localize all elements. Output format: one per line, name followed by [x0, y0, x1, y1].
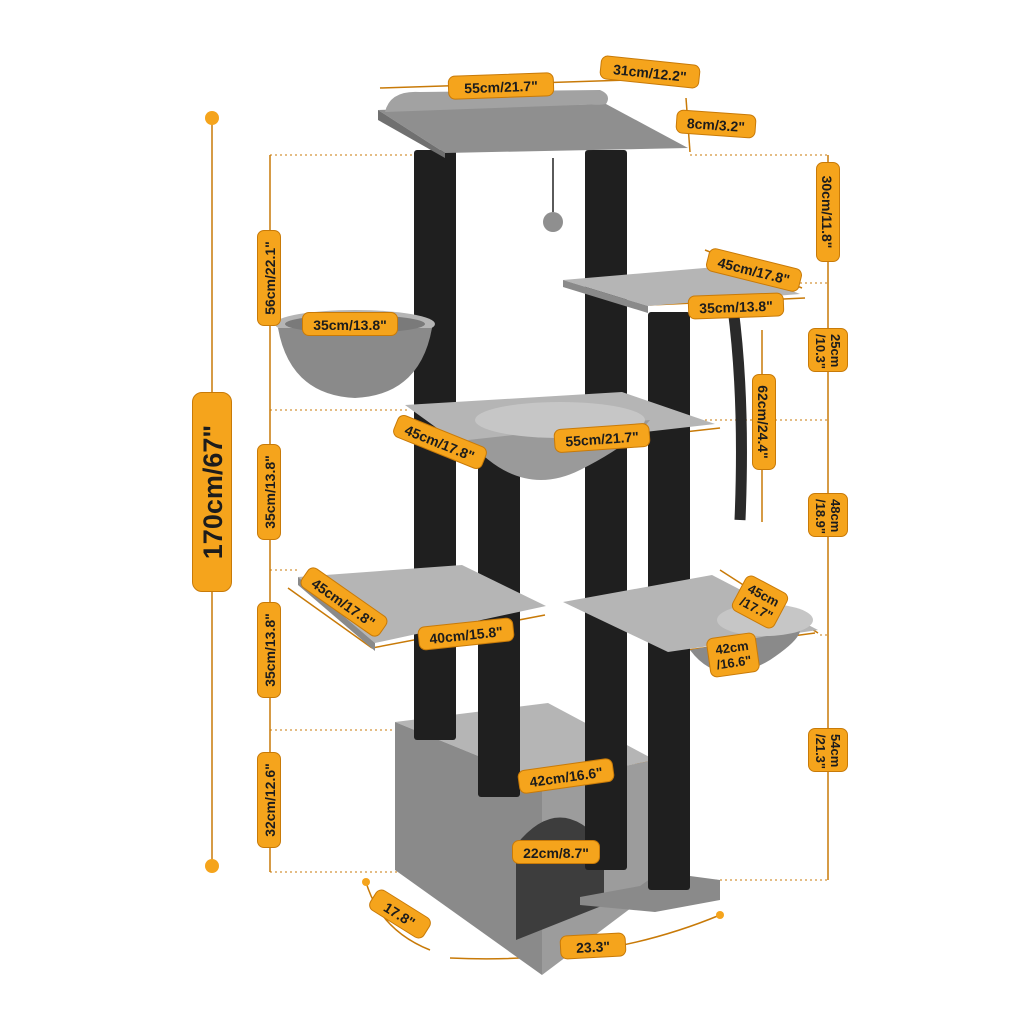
right-segment-b-cm: 48cm [828, 499, 843, 533]
top-perch [378, 90, 688, 158]
right-segment-a-cm: 25cm [828, 334, 843, 368]
upper-platform-width-label: 35cm/13.8" [687, 292, 785, 320]
left-segment-middle-label: 35cm/13.8" [257, 444, 281, 540]
upper-bowl-diameter-label: 35cm/13.8" [302, 312, 398, 336]
dimension-guides [270, 154, 828, 881]
right-segment-b-label: 48cm /18.9" [808, 493, 848, 537]
dimension-arrows [205, 111, 724, 919]
left-segment-lower-label: 35cm/13.8" [257, 602, 281, 698]
top-perch-width-label: 55cm/21.7" [447, 72, 555, 100]
right-segment-a-label: 25cm /10.3" [808, 328, 848, 372]
right-segment-c-in: /21.3" [813, 734, 828, 770]
left-segment-base-label: 32cm/12.6" [257, 752, 281, 848]
toy-ball [543, 158, 563, 232]
right-basket-width-label: 42cm /16.6" [705, 631, 761, 679]
right-segment-c-cm: 54cm [828, 734, 843, 768]
right-segment-c-label: 54cm /21.3" [808, 728, 848, 772]
condo-door-label: 22cm/8.7" [512, 840, 600, 864]
base-width-label: 23.3" [559, 932, 627, 960]
right-segment-b-in: /18.9" [813, 499, 828, 535]
right-segment-a-in: /10.3" [813, 334, 828, 370]
rope-length-label: 62cm/24.4" [752, 374, 776, 470]
right-segment-top-label: 30cm/11.8" [816, 162, 840, 262]
total-height-label: 170cm/67" [192, 392, 232, 592]
left-segment-top-label: 56cm/22.1" [257, 230, 281, 326]
